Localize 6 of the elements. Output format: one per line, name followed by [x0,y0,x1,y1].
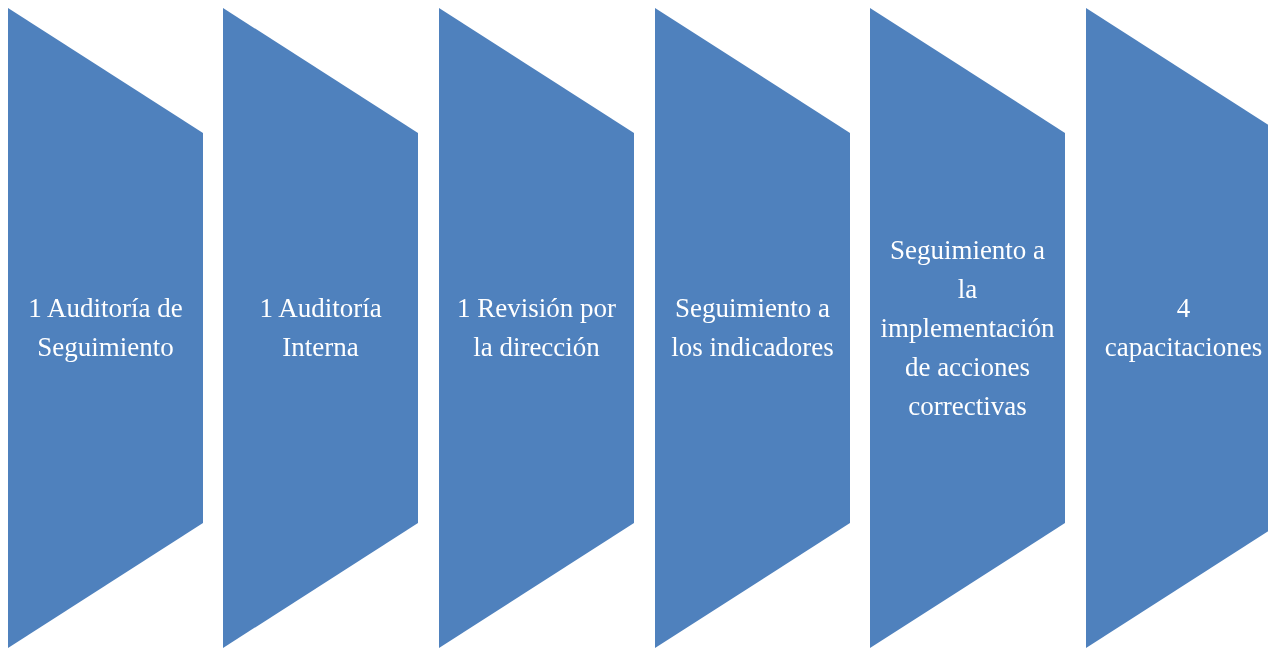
step-label: 4 capacitaciones [1103,292,1264,364]
step-label: 1 Revisión por la dirección [456,292,617,364]
step-label: Seguimiento a la implementación de acciones correctivas [880,233,1055,423]
step-label: Seguimiento a los indicadores [670,292,835,364]
step-label: 1 Auditoría de Seguimiento [27,292,184,364]
step-label: 1 Auditoría Interna [258,292,383,364]
